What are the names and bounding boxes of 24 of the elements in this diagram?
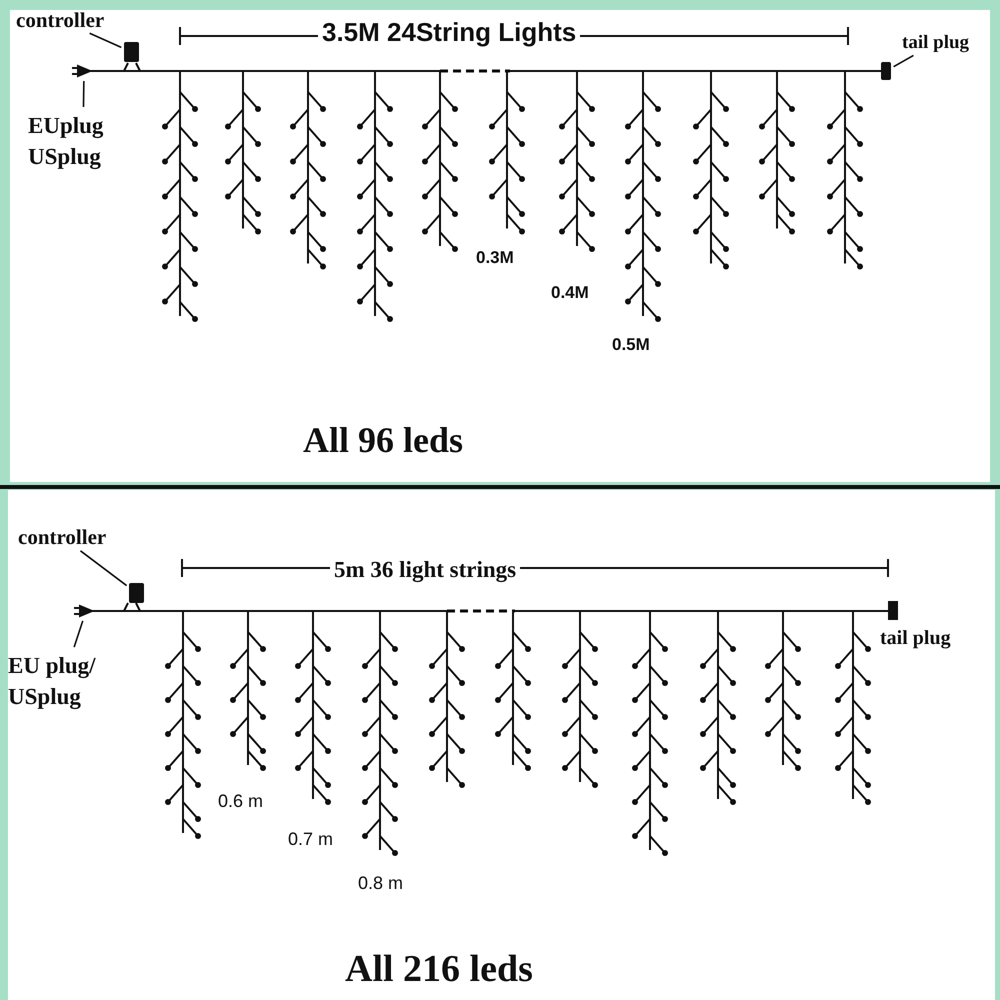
power-plug-icon — [70, 64, 98, 78]
part-label: tail plug — [880, 626, 951, 650]
part-label: EU plug/ USplug — [8, 650, 118, 712]
drop-length-label: 0.3M — [476, 247, 514, 269]
plug-box — [881, 62, 891, 80]
part-label: controller — [18, 525, 106, 549]
leader-line — [89, 32, 122, 48]
part-label: EUplug USplug — [28, 110, 138, 172]
plug-box — [124, 42, 139, 62]
power-plug-icon — [72, 604, 100, 618]
drop-length-label: 0.8 m — [358, 872, 404, 895]
leader-line — [80, 550, 128, 586]
leader-line — [893, 54, 914, 68]
leader-line — [82, 80, 85, 108]
drop-length-label: 0.5M — [612, 334, 650, 356]
drop-length-label: 0.7 m — [288, 828, 334, 851]
part-label: tail plug — [902, 32, 970, 54]
drop-length-label: 0.4M — [551, 282, 589, 304]
part-label: controller — [16, 8, 104, 32]
leader-line — [73, 620, 84, 648]
led-count-caption: All 216 leds — [345, 947, 533, 992]
drop-length-label: 0.6 m — [218, 790, 264, 813]
plug-box — [129, 583, 144, 603]
led-count-caption: All 96 leds — [303, 419, 464, 462]
